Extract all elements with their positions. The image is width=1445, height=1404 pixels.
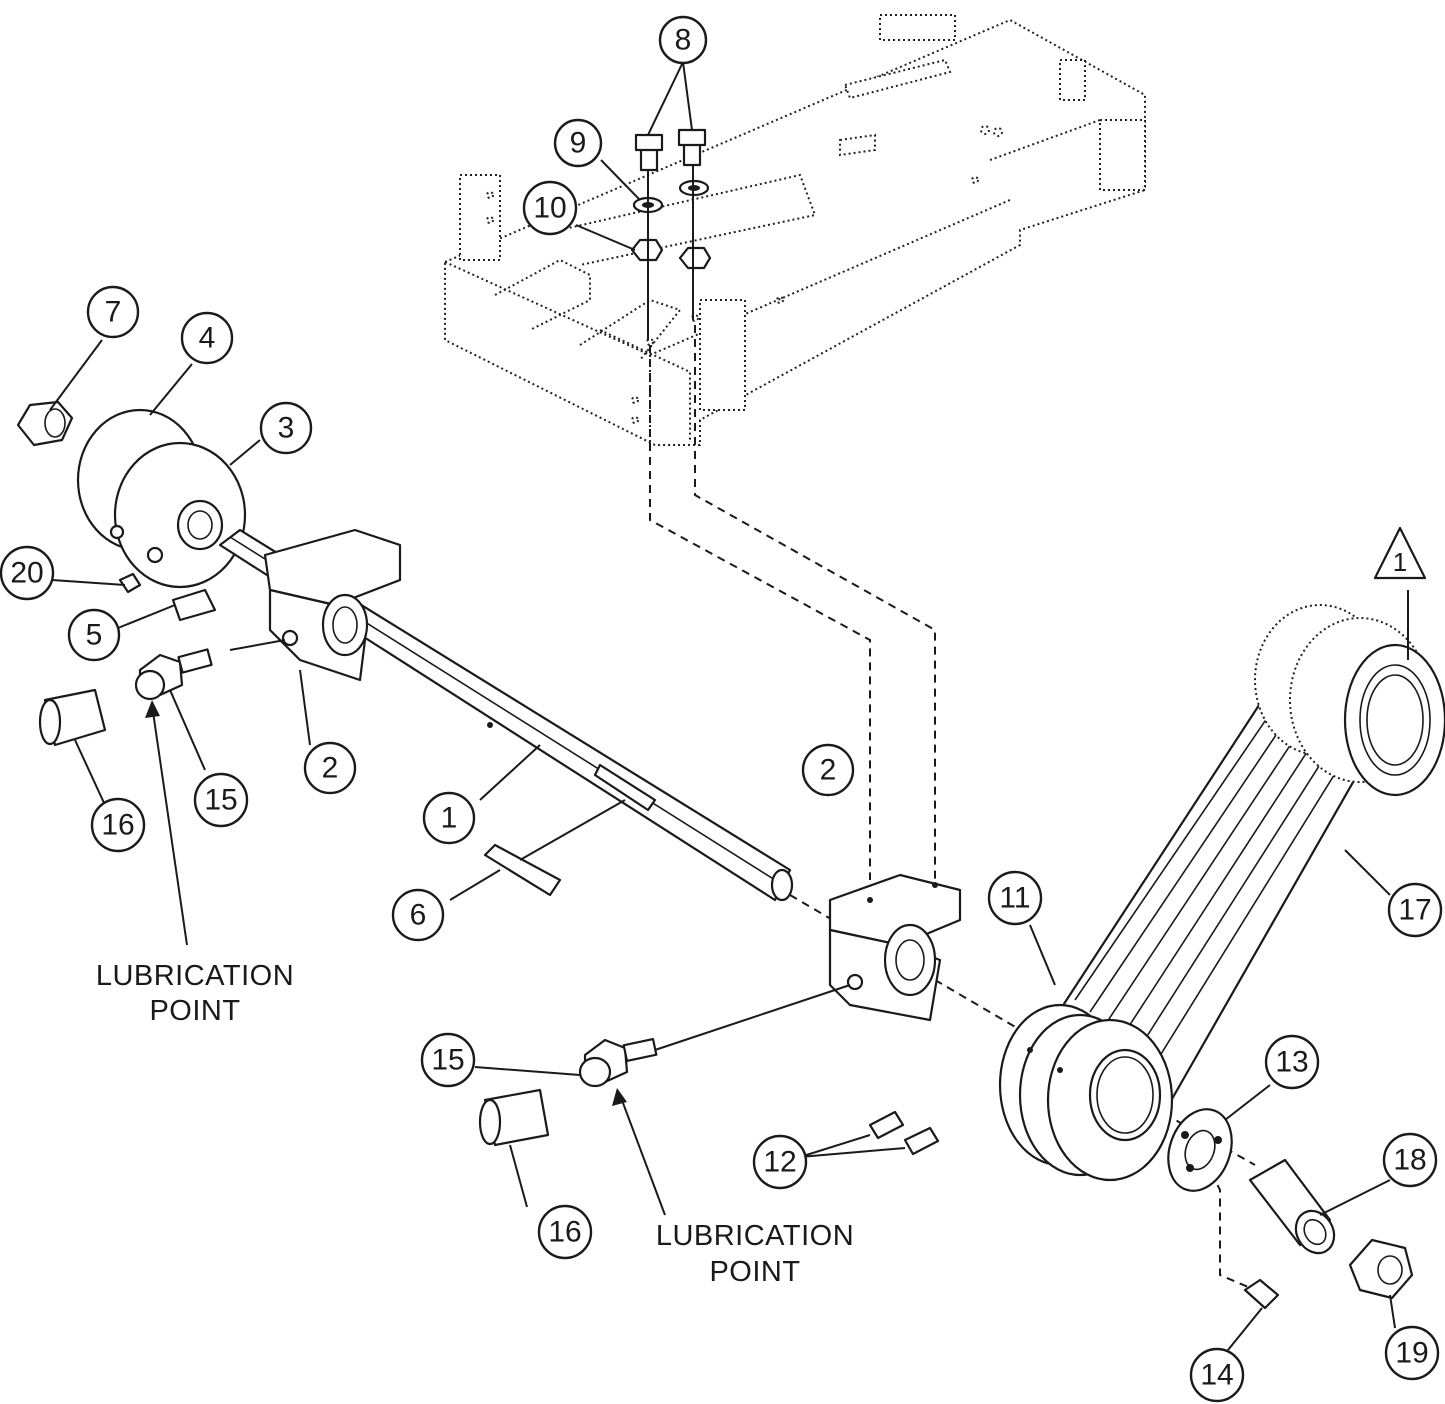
lubrication-note-right: LUBRICATION POINT: [656, 1220, 854, 1288]
callout-label: 15: [204, 784, 237, 817]
callout-1: 1: [422, 791, 476, 845]
callout-2-left: 2: [303, 741, 357, 795]
callout-20: 20: [0, 545, 55, 601]
frame-assembly: [444, 14, 1146, 446]
callout-9: 9: [553, 118, 603, 168]
bearing-left: [263, 528, 402, 682]
callout-label: 20: [10, 557, 43, 590]
grease-fittings: [38, 648, 658, 1147]
callout-label: 11: [999, 882, 1030, 915]
callout-label: 12: [763, 1146, 796, 1179]
mounting-hardware: [630, 128, 712, 340]
callout-16-left: 16: [90, 797, 146, 853]
callout-11: 11: [987, 870, 1043, 926]
callout-6: 6: [391, 888, 445, 942]
callout-label: 9: [570, 127, 587, 160]
callout-label: 18: [1393, 1144, 1426, 1177]
reference-triangle-label: 1: [1393, 547, 1407, 577]
callout-label: 5: [86, 619, 103, 652]
belt-drive: [1058, 604, 1445, 1122]
callout-label: 2: [820, 754, 837, 787]
callout-15-right: 15: [420, 1032, 476, 1088]
leader-lines: [49, 61, 1409, 1351]
callout-label: 15: [431, 1044, 464, 1077]
callout-3: 3: [259, 401, 313, 455]
note-line-2: POINT: [709, 1256, 800, 1288]
bearing-right: [828, 873, 962, 1022]
callout-label: 10: [533, 192, 566, 225]
callout-label: 8: [675, 24, 692, 57]
callout-10: 10: [522, 180, 578, 236]
left-pulley-assembly: [16, 400, 247, 622]
callout-4: 4: [180, 311, 234, 365]
callout-label: 14: [1200, 1359, 1233, 1392]
reference-triangle: 1: [1373, 526, 1427, 580]
callout-label: 16: [101, 809, 134, 842]
note-line-2: POINT: [149, 995, 240, 1027]
alignment-lines: [649, 325, 1256, 1291]
callout-17: 17: [1387, 882, 1443, 938]
callout-15-left: 15: [193, 772, 249, 828]
callout-13: 13: [1264, 1034, 1320, 1090]
callout-label: 2: [322, 752, 339, 785]
callout-label: 4: [199, 322, 216, 355]
hub-assembly: [1167, 1108, 1414, 1310]
callout-12: 12: [752, 1134, 808, 1190]
callout-7: 7: [86, 285, 140, 339]
callout-2-right: 2: [801, 743, 855, 797]
callout-label: 6: [410, 899, 427, 932]
callout-16-right: 16: [537, 1204, 593, 1260]
note-line-1: LUBRICATION: [96, 960, 294, 992]
callout-label: 19: [1395, 1337, 1428, 1370]
callout-label: 3: [278, 412, 295, 445]
callout-19: 19: [1384, 1325, 1440, 1381]
note-line-1: LUBRICATION: [656, 1220, 854, 1252]
callout-14: 14: [1189, 1347, 1245, 1403]
set-screws: [868, 1110, 940, 1156]
drive-pulley: [998, 1003, 1174, 1182]
lubrication-note-left: LUBRICATION POINT: [96, 960, 294, 1027]
callout-label: 13: [1275, 1046, 1308, 1079]
callout-label: 17: [1398, 894, 1431, 927]
callout-8: 8: [658, 15, 708, 65]
callout-label: 7: [105, 296, 122, 329]
callout-18: 18: [1382, 1132, 1438, 1188]
callout-5: 5: [67, 608, 121, 662]
callout-label: 16: [548, 1216, 581, 1249]
callout-label: 1: [441, 802, 458, 835]
